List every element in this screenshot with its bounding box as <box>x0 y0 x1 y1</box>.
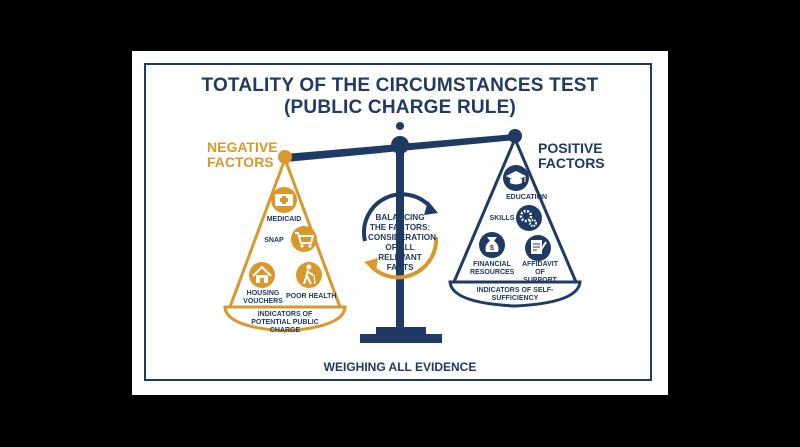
scale-pivot <box>391 136 409 154</box>
positive-heading-line-1: POSITIVE <box>538 140 603 156</box>
diagram-frame <box>144 63 652 381</box>
medical-kit-icon <box>271 187 297 213</box>
balance-arrows <box>362 192 439 280</box>
negative-caption: INDICATORS OF POTENTIAL PUBLIC CHARGE <box>251 311 319 334</box>
scale-base-top <box>376 327 426 335</box>
gears-icon <box>516 205 542 231</box>
arrow-head-bottom-icon <box>364 258 378 272</box>
factor-label-medicaid: MEDICAID <box>266 216 302 223</box>
scale-pole <box>396 139 404 329</box>
shopping-cart-icon <box>291 226 317 252</box>
factor-label-snap: SNAP <box>264 237 284 244</box>
positive-caption: INDICATORS OF SELF-SUFFICIENCY <box>476 287 554 302</box>
factor-label-housing-vouchers: HOUSING VOUCHERS <box>243 290 283 305</box>
arrow-head-top-icon <box>424 201 438 215</box>
graduation-cap-icon <box>503 165 529 191</box>
factor-label-skills: SKILLS <box>489 215 515 222</box>
title-line-1: TOTALITY OF THE CIRCUMSTANCES TEST <box>201 75 599 96</box>
house-icon <box>249 262 275 288</box>
factor-label-education: EDUCATION <box>506 194 548 201</box>
title-line-2: (PUBLIC CHARGE RULE) <box>284 97 516 118</box>
positive-factors-heading: POSITIVE FACTORS <box>538 141 618 171</box>
footer-caption: WEIGHING ALL EVIDENCE <box>323 360 477 374</box>
elderly-person-icon <box>296 262 322 288</box>
svg-text:$: $ <box>490 245 494 252</box>
positive-heading-line-2: FACTORS <box>538 155 605 171</box>
scale-finial <box>396 122 404 130</box>
center-balancing-text: BALANCING THE FACTORS: CONSIDERATION OF … <box>368 213 437 272</box>
factor-label-poor-health: POOR HEALTH <box>286 293 337 300</box>
scale-base <box>360 334 442 343</box>
negative-heading-line-1: NEGATIVE <box>207 139 278 155</box>
positive-pan <box>448 129 582 308</box>
factor-label-affidavit-of-support: AFFIDAVIT OF SUPPORT <box>521 261 559 284</box>
document-pen-icon <box>525 235 551 261</box>
money-bag-icon: $ <box>479 232 505 258</box>
negative-factors-heading: NEGATIVE FACTORS <box>207 140 297 170</box>
factor-label-financial-resources: FINANCIAL RESOURCES <box>470 261 515 276</box>
diagram-card: TOTALITY OF THE CIRCUMSTANCES TEST (PUBL… <box>132 51 668 395</box>
scale-illustration: $ <box>223 122 582 343</box>
negative-heading-line-2: FACTORS <box>207 154 274 170</box>
